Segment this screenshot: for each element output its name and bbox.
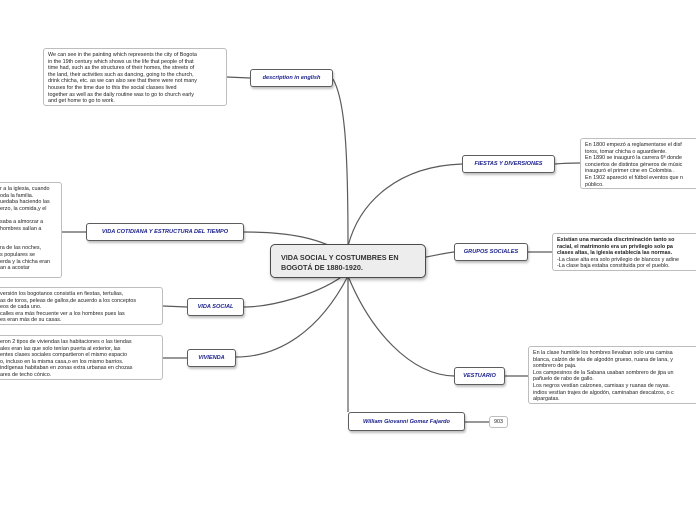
topic-label: VIVIENDA	[198, 355, 225, 361]
note-line: s populares se	[0, 251, 36, 258]
note-grupos-sociales: Existían una marcada discriminación tant…	[552, 233, 696, 271]
note-line: pañuelo de rabo de gallo.	[533, 376, 594, 383]
link-fiestas	[347, 163, 463, 247]
topic-label: VIDA SOCIAL	[197, 304, 234, 310]
note-line: hombres salían a	[0, 225, 42, 232]
note-line: drink chicha, etc. as we can also see th…	[48, 78, 197, 85]
note-line: Los campesinos de la Sabana usaban sombr…	[533, 369, 674, 376]
note-line	[0, 232, 57, 239]
link-fiestas-note	[554, 162, 581, 165]
note-line: together as well as the daily routine wa…	[48, 91, 194, 98]
note-vida-social: versión los bogotanos consistía en fiest…	[0, 287, 163, 325]
topic-label: VIDA COTIDIANA Y ESTRUCTURA DEL TIEMPO	[101, 229, 229, 235]
note-line: in the 19th century which shows us the l…	[48, 58, 194, 65]
note-line: as de toros, peleas de gallos,de acuerdo…	[0, 297, 137, 304]
topic-label: FIESTAS Y DIVERSIONES	[474, 161, 543, 167]
link-vestuario	[347, 275, 455, 377]
author-number: 903	[489, 416, 508, 428]
note-line: erzo, la comida,y el	[0, 205, 47, 212]
note-line: sombrero de paja.	[533, 363, 577, 370]
note-line: uedaba haciendo las	[0, 199, 50, 206]
topic-label: GRUPOS SOCIALES	[463, 249, 519, 255]
topic-label: William Giovanni Gomez Fajardo	[363, 418, 450, 425]
note-description: We can see in the painting which represe…	[43, 48, 227, 106]
note-line: es eran más de su casas.	[0, 317, 62, 324]
note-line: calles era más frecuente ver a los hombr…	[0, 310, 125, 317]
note-line: En 1902 apareció el fútbol eventos que n	[585, 174, 684, 181]
topic-description-in-english[interactable]: description in english	[250, 69, 333, 87]
note-line: the land, their activities such as danci…	[48, 71, 194, 78]
note-line: versión los bogotanos consistía en fiest…	[0, 291, 124, 297]
link-grupos	[425, 251, 455, 258]
note-line: oda la familia.	[0, 192, 34, 199]
note-line: r a la iglesia, cuando	[0, 186, 50, 192]
note-line: houses for the time due to this the soci…	[48, 84, 177, 91]
note-line: time had, such as the structures of thei…	[48, 65, 195, 72]
note-line	[0, 212, 57, 219]
central-topic-line-2: BOGOTÁ DE 1880-1920.	[281, 263, 363, 272]
topic-vida-social[interactable]: VIDA SOCIAL	[187, 298, 244, 316]
note-line: En 1890 se inauguró la carrera 6ª donde	[585, 155, 682, 162]
note-line: blanca, calzón de tela de algodón grueso…	[533, 356, 673, 363]
note-line: indígenas habitaban en zonas extra urban…	[0, 365, 133, 372]
link-description-note	[226, 76, 251, 79]
note-fiestas: En 1800 empezó a reglamentarse el disf t…	[580, 138, 696, 189]
link-vida-social-note	[162, 305, 188, 308]
topic-grupos-sociales[interactable]: GRUPOS SOCIALES	[454, 243, 528, 261]
author-number-text: 903	[494, 419, 503, 425]
note-line: -La clase baja estaba constituida por el…	[557, 263, 670, 270]
note-line: saba a almorzar a	[0, 218, 44, 225]
note-line: Los negros vestían calzones, camisas y r…	[533, 382, 670, 389]
note-line: toros, tomar chicha o aguardiente.	[585, 148, 667, 155]
note-vida-cotidiana: r a la iglesia, cuando oda la familia. u…	[0, 182, 62, 278]
note-line: and get home to go to work.	[48, 98, 115, 105]
note-line: ra de las noches,	[0, 245, 42, 252]
note-line: indios vestían trajes de algodón, camina…	[533, 389, 674, 396]
note-line: racial, el matrimonio era un privilegio …	[557, 243, 673, 250]
note-line: ares de techo cónico.	[0, 371, 52, 378]
note-line: clases altas, la iglesia establecía las …	[557, 250, 673, 257]
note-line: We can see in the painting which represe…	[48, 52, 197, 58]
topic-author[interactable]: William Giovanni Gomez Fajardo	[348, 412, 465, 431]
note-line: Existían una marcada discriminación tant…	[557, 237, 675, 243]
note-line: erda y la chicha eran	[0, 258, 51, 265]
central-topic[interactable]: VIDA SOCIAL Y COSTUMBRES EN BOGOTÁ DE 18…	[270, 244, 426, 278]
note-line: inauguró el primer cine en Colombia .	[585, 168, 675, 175]
note-line: o, incluso en la misma casa,o en los mis…	[0, 358, 124, 365]
topic-fiestas-y-diversiones[interactable]: FIESTAS Y DIVERSIONES	[462, 155, 555, 173]
topic-label: description in english	[262, 75, 321, 81]
topic-vivienda[interactable]: VIVIENDA	[187, 349, 236, 367]
note-vivienda: eron 2 tipos de viviendas las habitacion…	[0, 335, 163, 380]
link-vivienda	[235, 275, 349, 358]
note-line: an a acostar	[0, 265, 30, 272]
note-line: alpargatas.	[533, 396, 560, 403]
note-line: En 1800 empezó a reglamentarse el disf	[585, 142, 682, 148]
note-vestuario: En la clase humilde los hombres llevaban…	[528, 346, 696, 404]
note-line: entes clases sociales compartieron el mi…	[0, 352, 128, 359]
topic-vida-cotidiana[interactable]: VIDA COTIDIANA Y ESTRUCTURA DEL TIEMPO	[86, 223, 244, 241]
note-line: En la clase humilde los hombres llevaban…	[533, 350, 673, 356]
note-line: ales eran las que solo tenían puerta al …	[0, 345, 121, 352]
central-topic-line-1: VIDA SOCIAL Y COSTUMBRES EN	[281, 253, 399, 262]
link-vida-social	[243, 271, 349, 308]
note-line	[0, 239, 57, 246]
note-line: público.	[585, 181, 604, 188]
topic-vestuario[interactable]: VESTUARIO	[454, 367, 505, 385]
note-line: conciertos de distintos géneros de músic	[585, 161, 683, 168]
note-line: eos de cada uno.	[0, 304, 42, 311]
note-line: -La clase alta era solo privilegio de bl…	[557, 256, 679, 263]
note-line: eron 2 tipos de viviendas las habitacion…	[0, 339, 132, 345]
topic-label: VESTUARIO	[463, 373, 496, 379]
link-description	[332, 78, 349, 247]
